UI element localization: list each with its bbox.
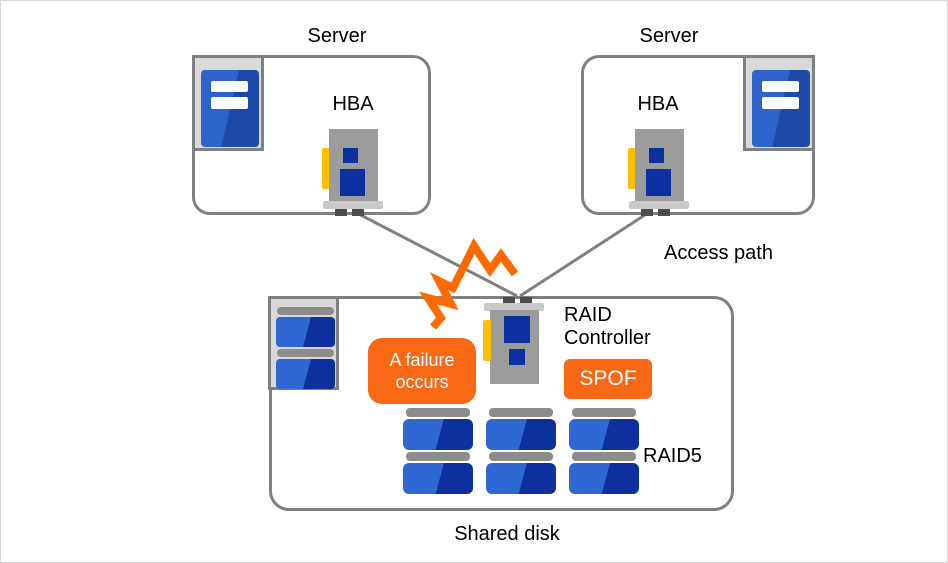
hba-bracket: [629, 201, 689, 209]
raid-bracket: [484, 303, 544, 311]
hba-chip: [649, 148, 664, 163]
access-path-line-right: [519, 209, 652, 298]
raid-connector-tab: [483, 320, 491, 361]
disk-platter: [403, 419, 473, 450]
server-drive-slot: [211, 97, 248, 109]
disk-platter: [486, 463, 556, 494]
hba-port: [641, 209, 653, 216]
failure-callout-line1: A failure: [389, 350, 455, 370]
disk-platter: [569, 463, 639, 494]
hba-card-icon: [322, 129, 384, 216]
disk-cap: [489, 408, 553, 417]
server-right-label: Server: [639, 25, 699, 47]
raid-port: [503, 297, 515, 304]
raid-controller-label-line1: RAID: [564, 304, 612, 326]
raid-controller-label: RAID Controller: [564, 304, 651, 350]
hba-port: [335, 209, 347, 216]
failure-callout: A failure occurs: [368, 338, 476, 404]
hba-chip: [646, 169, 671, 196]
hba-bracket: [323, 201, 383, 209]
raid-port: [520, 297, 532, 304]
disk-unit-icon: [569, 408, 639, 450]
disk-array-icon: [268, 296, 339, 390]
hba-left-label: HBA: [332, 93, 374, 115]
raid5-label: RAID5: [643, 445, 702, 467]
disk-platter: [403, 463, 473, 494]
raid-controller-label-line2: Controller: [564, 327, 651, 349]
server-drive-slot: [211, 81, 248, 92]
server-left-label: Server: [307, 25, 367, 47]
hba-chip: [340, 169, 365, 196]
disk-array-rail: [277, 307, 334, 315]
server-tower-icon: [192, 55, 264, 151]
raid-controller-icon: [483, 297, 545, 384]
hba-port: [658, 209, 670, 216]
hba-connector-tab: [322, 148, 330, 189]
disk-unit-icon: [569, 452, 639, 494]
failure-callout-line2: occurs: [395, 372, 449, 392]
disk-cap: [489, 452, 553, 461]
disk-array-unit: [276, 359, 335, 389]
disk-platter: [569, 419, 639, 450]
disk-cap: [572, 452, 636, 461]
raid-chip: [504, 316, 530, 343]
access-path-label: Access path: [664, 242, 773, 264]
hba-connector-tab: [628, 148, 636, 189]
disk-array-rail: [277, 349, 334, 357]
spof-badge: SPOF: [564, 359, 652, 399]
server-drive-slot: [762, 81, 799, 92]
disk-unit-icon: [486, 408, 556, 450]
disk-unit-icon: [486, 452, 556, 494]
hba-chip: [343, 148, 358, 163]
disk-unit-icon: [403, 452, 473, 494]
hba-port: [352, 209, 364, 216]
server-tower-icon: [743, 55, 815, 151]
server-drive-slot: [762, 97, 799, 109]
access-path-line-left: [352, 209, 518, 298]
raid-chip: [509, 349, 525, 365]
disk-cap: [406, 408, 470, 417]
failure-bolt-icon: [419, 238, 519, 330]
disk-cap: [572, 408, 636, 417]
disk-platter: [486, 419, 556, 450]
disk-array-unit: [276, 317, 335, 347]
hba-card-icon: [628, 129, 690, 216]
disk-unit-icon: [403, 408, 473, 450]
disk-cap: [406, 452, 470, 461]
hba-right-label: HBA: [637, 93, 679, 115]
shared-disk-label: Shared disk: [454, 523, 560, 545]
